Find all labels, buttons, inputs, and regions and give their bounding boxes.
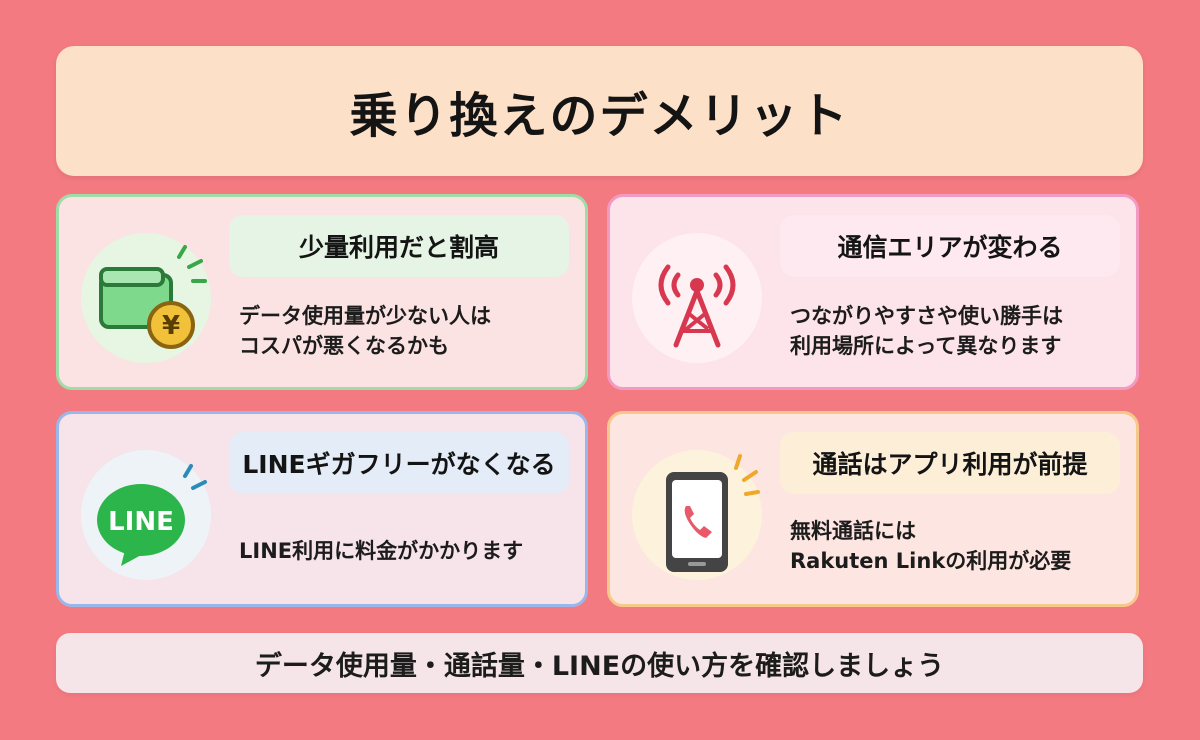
card-heading: 通話はアプリ利用が前提: [780, 432, 1120, 494]
card-low-usage-cost: ¥ 少量利用だと割高 データ使用量が少ない人は コスパが悪くなるかも: [56, 194, 588, 390]
card-description: つながりやすさや使い勝手は 利用場所によって異なります: [790, 304, 1063, 358]
svg-text:¥: ¥: [162, 311, 180, 341]
title-banner: 乗り換えのデメリット: [56, 46, 1143, 176]
page-title: 乗り換えのデメリット: [349, 88, 850, 144]
card-call-app: 通話はアプリ利用が前提 無料通話には Rakuten Linkの利用が必要: [607, 411, 1139, 607]
footer-advice: データ使用量・通話量・LINEの使い方を確認しましょう: [56, 633, 1143, 693]
antenna-tower-icon: [632, 233, 762, 363]
card-heading: 通信エリアが変わる: [780, 215, 1120, 277]
card-heading: 少量利用だと割高: [229, 215, 569, 277]
card-coverage-area: 通信エリアが変わる つながりやすさや使い勝手は 利用場所によって異なります: [607, 194, 1139, 390]
line-logo-text: LINE: [108, 507, 174, 537]
line-app-icon: LINE: [81, 450, 211, 580]
card-description: データ使用量が少ない人は コスパが悪くなるかも: [239, 304, 491, 358]
wallet-yen-icon: ¥: [81, 233, 211, 363]
card-heading: LINEギガフリーがなくなる: [229, 432, 569, 494]
smartphone-call-icon: [632, 450, 762, 580]
card-line-gigafree: LINE LINEギガフリーがなくなる LINE利用に料金がかかります: [56, 411, 588, 607]
card-description: LINE利用に料金がかかります: [239, 539, 524, 563]
card-description: 無料通話には Rakuten Linkの利用が必要: [790, 519, 1072, 573]
